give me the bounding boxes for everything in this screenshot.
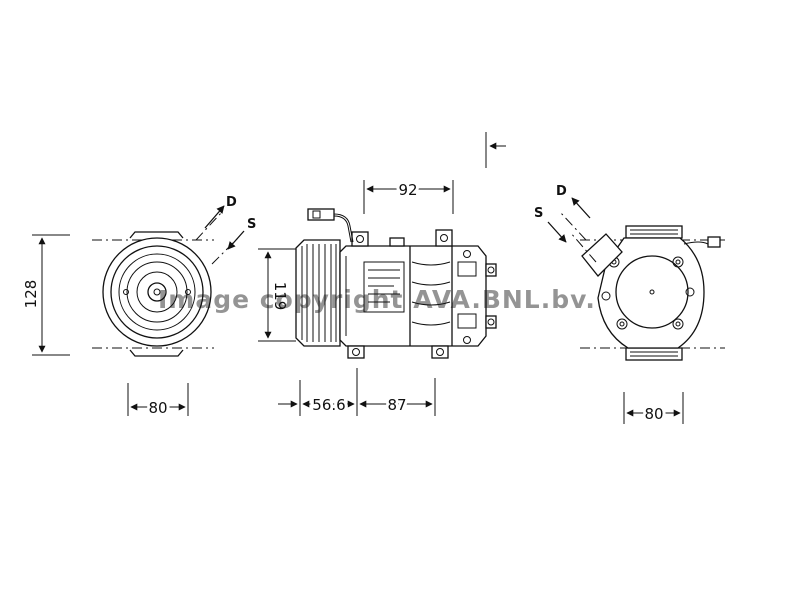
discharge-label: D	[226, 195, 237, 210]
front-view-suction-arrow	[227, 230, 245, 250]
dimension-label-80-left: 80	[148, 399, 167, 417]
view-direction-arrow	[485, 132, 506, 168]
dimension-side-bottom	[278, 368, 436, 416]
rear-view	[559, 211, 725, 361]
dimension-width-left	[127, 383, 189, 416]
discharge-label: D	[556, 184, 567, 199]
dimension-height-left	[32, 234, 70, 356]
dimension-width-right	[623, 392, 684, 424]
dimension-label-119: 119	[271, 282, 289, 311]
dimension-label-92: 92	[398, 181, 417, 199]
dimension-label-56-6: 56.6	[312, 396, 345, 414]
side-view	[295, 208, 497, 359]
watermark-text: Image copyright AVA.BNL.bv.	[158, 285, 596, 314]
rear-view-suction-arrow	[547, 221, 567, 243]
front-view-discharge-arrow	[204, 205, 225, 229]
dimension-label-128: 128	[22, 280, 40, 309]
front-view	[92, 211, 241, 357]
dimension-label-80-right: 80	[644, 405, 663, 423]
dimension-side-height	[258, 248, 296, 342]
dimension-label-87: 87	[387, 396, 406, 414]
rear-view-discharge-arrow	[571, 197, 591, 219]
suction-label: S	[247, 217, 256, 232]
suction-label: S	[534, 206, 543, 221]
dimension-top	[363, 180, 454, 214]
